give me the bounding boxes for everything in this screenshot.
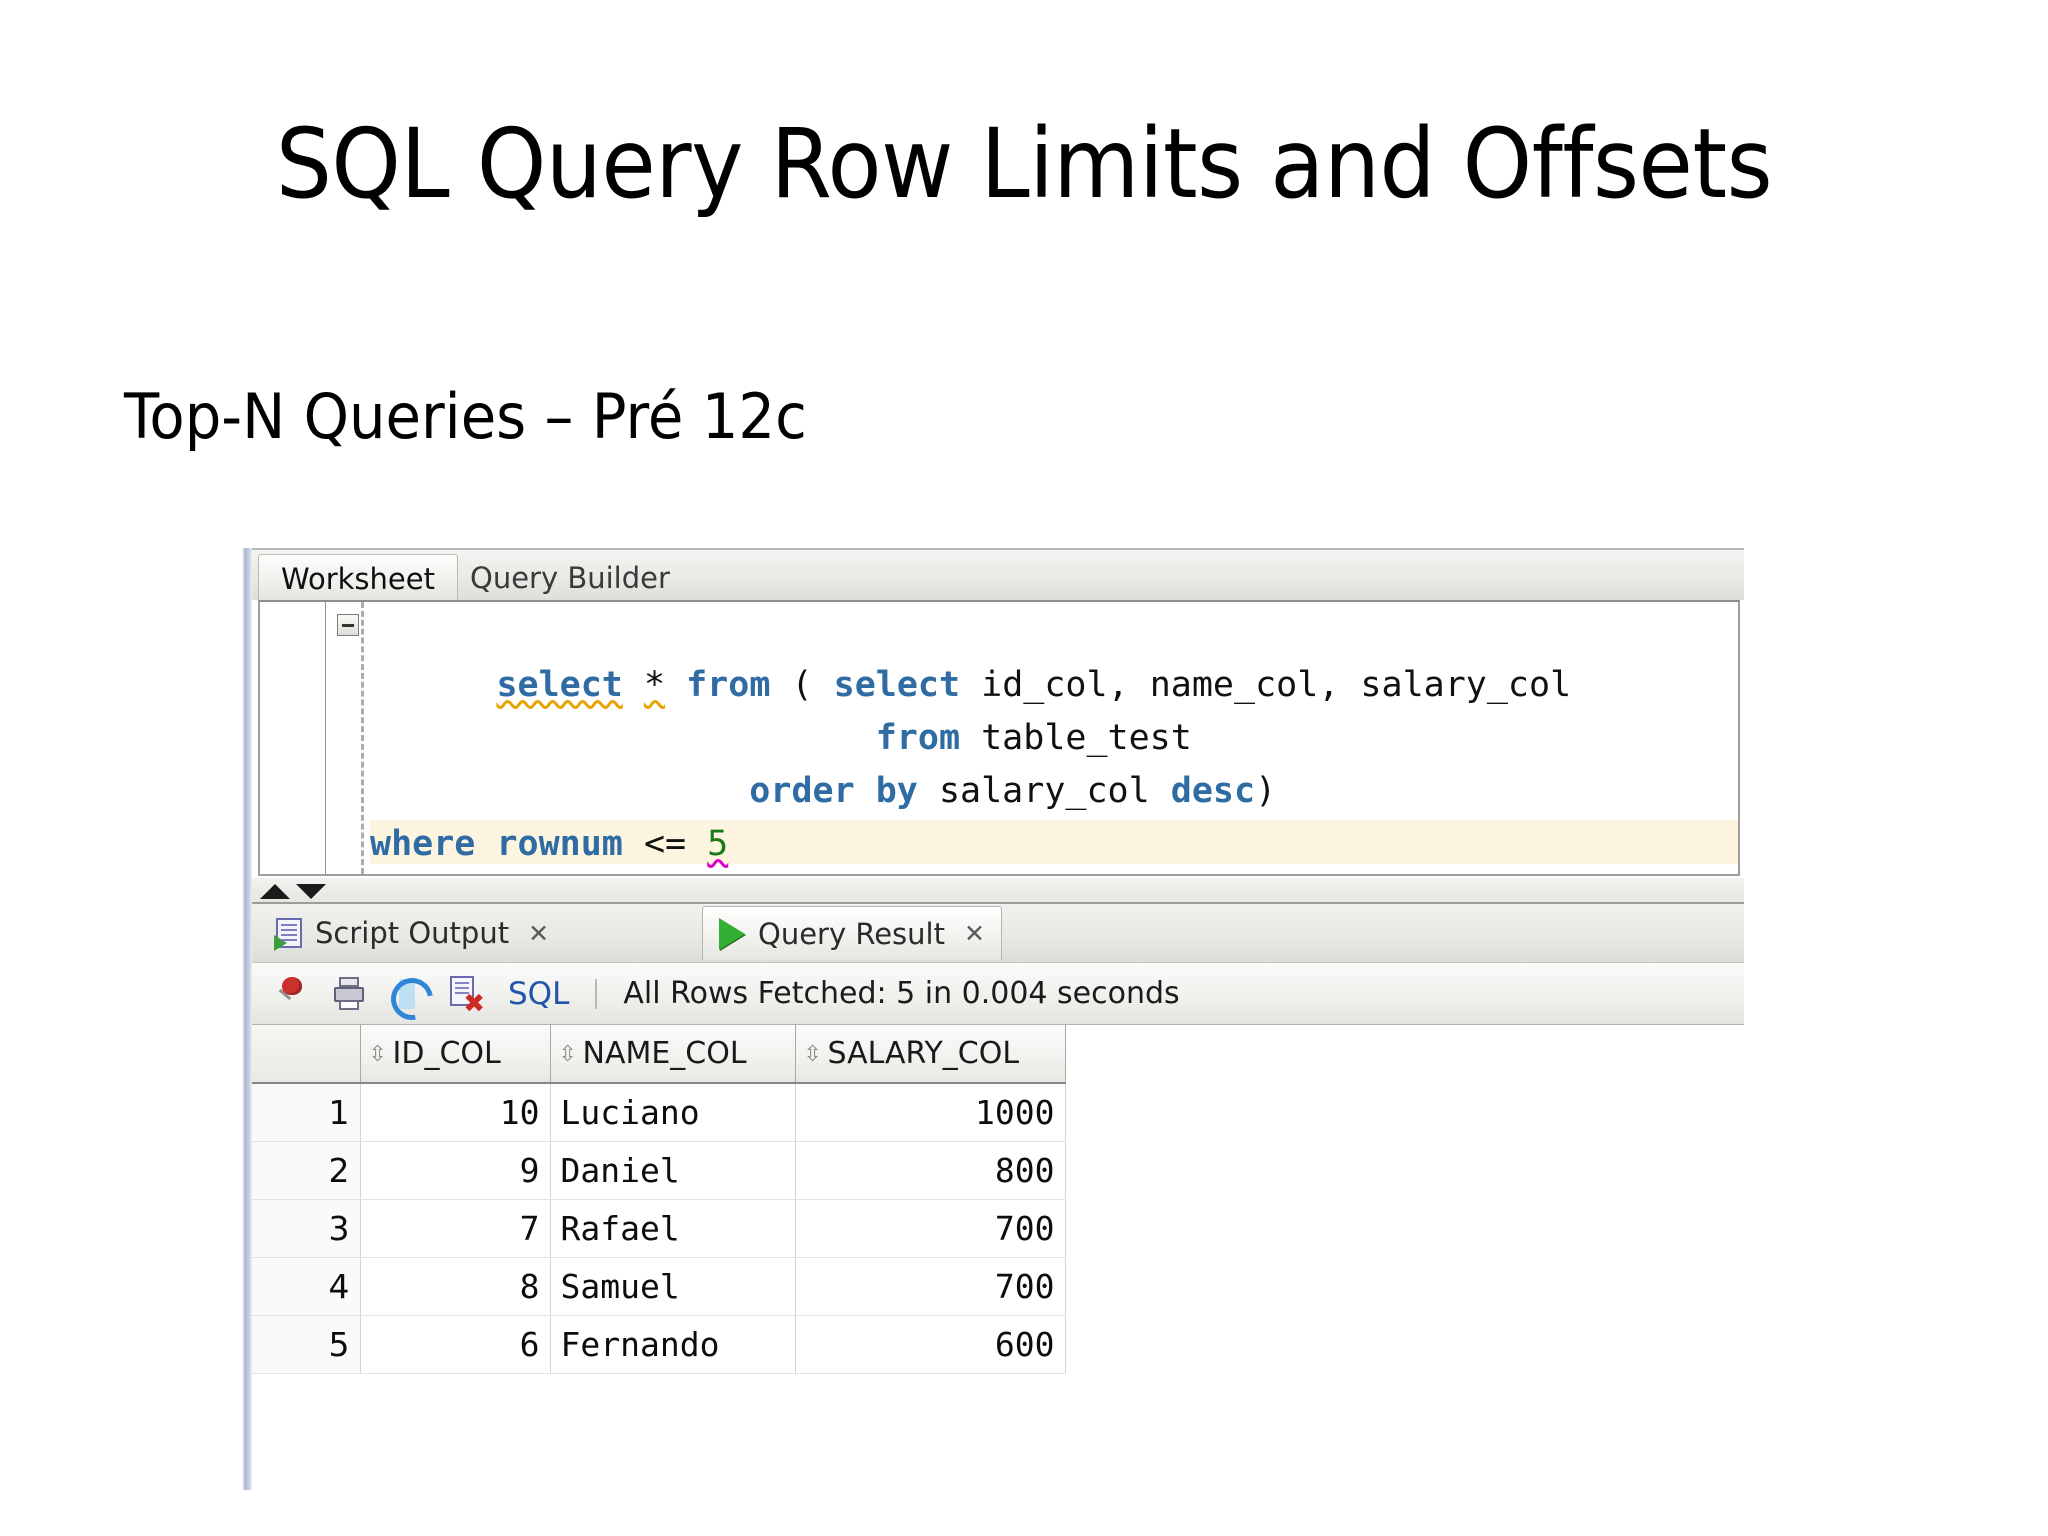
code-token: salary_col (917, 771, 1171, 811)
code-token: from (686, 665, 771, 705)
table-row[interactable]: 4 8 Samuel 700 (252, 1257, 1066, 1316)
tab-worksheet[interactable]: Worksheet (258, 554, 458, 602)
table-header-row: ⇳ID_COL ⇳NAME_COL ⇳SALARY_COL (252, 1025, 1066, 1084)
code-token (370, 771, 749, 811)
cell-name-col[interactable]: Daniel (550, 1141, 796, 1200)
sort-updown-icon[interactable]: ⇳ (558, 1041, 577, 1067)
code-token: <= (622, 824, 708, 864)
collapse-minus-icon[interactable] (337, 614, 359, 636)
refresh-icon[interactable] (382, 969, 442, 1028)
column-header-name-col[interactable]: ⇳NAME_COL (550, 1025, 796, 1084)
table-row[interactable]: 3 7 Rafael 700 (252, 1199, 1066, 1258)
code-token: table_test (960, 718, 1192, 758)
sql-developer-panel: Worksheet Query Builder select * from ( … (242, 548, 1744, 1490)
code-token: select (833, 665, 961, 705)
page-title: SQL Query Row Limits and Offsets (275, 108, 1773, 220)
cell-salary-col[interactable]: 700 (795, 1257, 1066, 1316)
code-token (370, 718, 876, 758)
row-number: 2 (252, 1141, 361, 1200)
tab-query-builder-label: Query Builder (470, 561, 670, 595)
column-header-label: NAME_COL (582, 1036, 747, 1071)
cell-salary-col[interactable]: 600 (795, 1315, 1066, 1374)
cell-name-col[interactable]: Luciano (550, 1083, 796, 1142)
row-number: 5 (252, 1315, 361, 1374)
results-table: ⇳ID_COL ⇳NAME_COL ⇳SALARY_COL 1 10 Lucia… (252, 1025, 1066, 1374)
close-icon[interactable]: ✕ (528, 918, 550, 948)
close-icon[interactable]: ✕ (963, 919, 985, 948)
row-header-corner (252, 1025, 361, 1084)
cell-id-col[interactable]: 7 (360, 1199, 551, 1258)
cell-id-col[interactable]: 9 (360, 1141, 551, 1200)
code-token: where (370, 824, 476, 864)
code-token: by (875, 771, 918, 811)
editor-tab-strip: Worksheet Query Builder (252, 548, 1744, 602)
tab-script-output[interactable]: Script Output ✕ (260, 906, 565, 960)
cell-salary-col[interactable]: 700 (795, 1199, 1066, 1258)
code-token: * (643, 665, 666, 705)
results-grid[interactable]: ⇳ID_COL ⇳NAME_COL ⇳SALARY_COL 1 10 Lucia… (252, 1024, 1744, 1488)
table-row[interactable]: 1 10 Luciano 1000 (252, 1083, 1066, 1142)
row-number: 3 (252, 1199, 361, 1258)
toolbar-separator (595, 978, 598, 1009)
sql-worksheet-editor[interactable]: select * from ( select id_col, name_col,… (258, 600, 1740, 876)
table-row[interactable]: 2 9 Daniel 800 (252, 1141, 1066, 1200)
code-token: ( (770, 665, 834, 705)
column-header-label: ID_COL (392, 1036, 501, 1071)
cell-salary-col[interactable]: 1000 (795, 1083, 1066, 1142)
column-header-salary-col[interactable]: ⇳SALARY_COL (795, 1025, 1066, 1084)
results-table-head: ⇳ID_COL ⇳NAME_COL ⇳SALARY_COL (252, 1025, 1066, 1084)
results-tab-strip: Script Output ✕ Query Result ✕ (252, 904, 1744, 962)
cell-id-col[interactable]: 10 (360, 1083, 551, 1142)
code-token (475, 824, 496, 864)
cell-name-col[interactable]: Samuel (550, 1257, 796, 1316)
tab-worksheet-label: Worksheet (281, 561, 435, 596)
cell-id-col[interactable]: 6 (360, 1315, 551, 1374)
query-result-play-icon (719, 917, 745, 950)
tab-script-output-label: Script Output (315, 916, 510, 950)
code-token: ) (1255, 771, 1277, 811)
pin-icon[interactable] (272, 975, 310, 1013)
current-line-highlight (370, 820, 1738, 864)
tab-query-builder[interactable]: Query Builder (448, 554, 692, 602)
sql-code[interactable]: select * from ( select id_col, name_col,… (361, 602, 1738, 874)
table-row[interactable]: 5 6 Fernando 600 (252, 1315, 1066, 1374)
results-toolbar: ✖ SQL All Rows Fetched: 5 in 0.004 secon… (252, 962, 1744, 1028)
slide-subtitle: Top-N Queries – Pré 12c (124, 380, 807, 453)
code-token: 5 (707, 824, 729, 864)
results-table-body: 1 10 Luciano 1000 2 9 Daniel 800 3 7 Raf… (252, 1083, 1066, 1374)
column-header-id-col[interactable]: ⇳ID_COL (360, 1025, 551, 1084)
code-token (665, 665, 686, 705)
tab-query-result[interactable]: Query Result ✕ (702, 906, 1002, 960)
script-output-icon (274, 918, 302, 951)
expand-up-icon[interactable] (260, 884, 290, 899)
row-number: 1 (252, 1083, 361, 1142)
cell-salary-col[interactable]: 800 (795, 1141, 1066, 1200)
indent-guide (361, 602, 364, 874)
fetch-status-text: All Rows Fetched: 5 in 0.004 seconds (623, 976, 1180, 1011)
cell-name-col[interactable]: Rafael (550, 1199, 796, 1258)
code-token: from (875, 718, 961, 758)
print-icon[interactable] (330, 975, 368, 1013)
code-token: desc (1170, 771, 1256, 811)
editor-gutter (260, 602, 326, 874)
code-token: order (749, 771, 855, 811)
tab-query-result-label: Query Result (758, 916, 945, 951)
cell-id-col[interactable]: 8 (360, 1257, 551, 1316)
cancel-icon[interactable]: ✖ (446, 975, 485, 1017)
code-token (855, 771, 876, 811)
collapse-down-icon[interactable] (296, 884, 326, 899)
code-token: rownum (496, 824, 623, 864)
row-number: 4 (252, 1257, 361, 1316)
sql-label[interactable]: SQL (508, 975, 570, 1012)
sort-updown-icon[interactable]: ⇳ (368, 1041, 387, 1067)
window-left-edge (242, 548, 252, 1490)
code-token: id_col, name_col, salary_col (960, 665, 1572, 705)
sort-updown-icon[interactable]: ⇳ (803, 1041, 822, 1067)
cell-name-col[interactable]: Fernando (550, 1315, 796, 1374)
code-token: select (496, 665, 623, 705)
panel-splitter[interactable] (252, 878, 1744, 904)
column-header-label: SALARY_COL (827, 1036, 1020, 1071)
code-token (623, 665, 644, 705)
